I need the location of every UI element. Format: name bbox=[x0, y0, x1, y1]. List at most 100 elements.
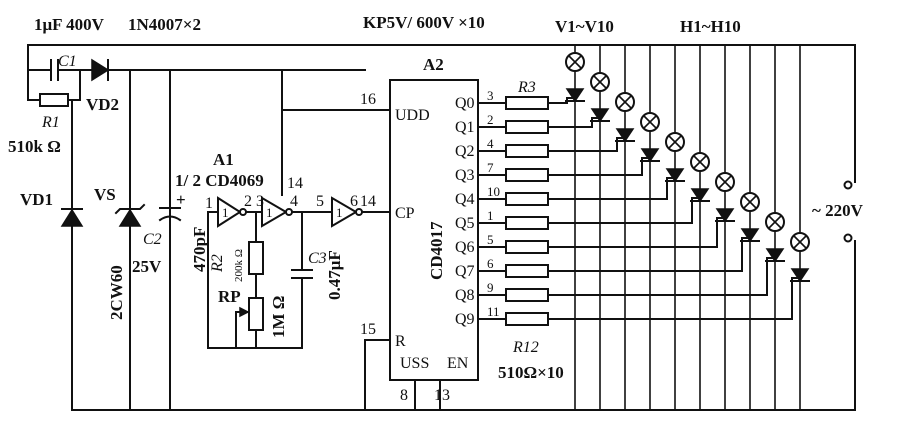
output-resistor bbox=[505, 192, 549, 206]
counter-a2 bbox=[364, 79, 479, 411]
pin-13: 13 bbox=[434, 387, 450, 404]
r2-resistor bbox=[248, 241, 264, 275]
gate-wire bbox=[547, 237, 749, 272]
vd1-diode bbox=[60, 208, 84, 227]
output-q-label: Q6 bbox=[455, 239, 475, 256]
gate-wire bbox=[547, 117, 599, 128]
r-pin-label: R bbox=[395, 333, 406, 350]
output-pin-number: 5 bbox=[487, 232, 494, 247]
pin-16: 16 bbox=[360, 91, 376, 108]
output-pin-number: 7 bbox=[487, 160, 494, 175]
scr-thyristor bbox=[565, 88, 585, 103]
vs-zener bbox=[118, 208, 142, 227]
gate-pin-14: 14 bbox=[287, 175, 303, 192]
c3-label: C3 bbox=[308, 250, 327, 267]
output-q-label: Q1 bbox=[455, 119, 475, 136]
scr-thyristor bbox=[615, 128, 635, 143]
c2-cap-label: 470pF bbox=[190, 227, 209, 272]
r12-label: R12 bbox=[512, 339, 539, 356]
pin-15: 15 bbox=[360, 321, 376, 338]
output-pin-number: 10 bbox=[487, 184, 500, 199]
scr-thyristor bbox=[640, 148, 660, 163]
inverter-3 bbox=[331, 196, 358, 228]
output-resistor bbox=[505, 312, 549, 326]
a1-label: A1 bbox=[213, 150, 234, 169]
c2-voltage-label: 25V bbox=[132, 257, 162, 276]
r3-label: R3 bbox=[517, 79, 536, 96]
scr-thyristor bbox=[690, 188, 710, 203]
output-resistor bbox=[505, 144, 549, 158]
output-resistor bbox=[505, 240, 549, 254]
vd2-label: VD2 bbox=[86, 95, 119, 114]
r1-resistor bbox=[39, 93, 69, 107]
scr-thyristor bbox=[715, 208, 735, 223]
lamps-label: V1~V10 bbox=[555, 17, 614, 36]
vs-label: VS bbox=[94, 185, 116, 204]
output-q-label: Q0 bbox=[455, 95, 475, 112]
oscillator-a1 bbox=[207, 69, 391, 349]
scr-thyristor bbox=[590, 108, 610, 123]
scr-rating-label: KP5V/ 600V ×10 bbox=[363, 13, 485, 32]
r2-label: R2 bbox=[209, 254, 226, 273]
output-pin-number: 9 bbox=[487, 280, 494, 295]
output-q-label: Q5 bbox=[455, 215, 475, 232]
output-q-label: Q9 bbox=[455, 311, 475, 328]
output-pin-number: 11 bbox=[487, 304, 500, 319]
mains-terminal-bottom bbox=[843, 233, 853, 243]
gate-wire bbox=[547, 137, 624, 152]
output-resistor bbox=[505, 288, 549, 302]
output-q-label: Q4 bbox=[455, 191, 475, 208]
inverter-1-mark: 1 bbox=[222, 205, 229, 220]
lamp-cross bbox=[718, 175, 732, 189]
gate-wire bbox=[547, 277, 799, 320]
diode-rating-label: 1N4007×2 bbox=[128, 15, 201, 34]
scr-thyristor bbox=[665, 168, 685, 183]
rp-label: RP bbox=[218, 287, 241, 306]
gate-pin-6: 6 bbox=[350, 193, 358, 210]
rp-potentiometer bbox=[248, 297, 264, 331]
lamp-cross bbox=[693, 155, 707, 169]
c3-value-label: 0.47μF bbox=[325, 250, 344, 300]
cd4017-chip bbox=[389, 79, 479, 381]
cp-pin-label: CP bbox=[395, 205, 415, 222]
output-resistor bbox=[505, 264, 549, 278]
gate-wire bbox=[547, 157, 649, 176]
inverter-2 bbox=[261, 196, 288, 228]
zener-type-label: 2CW60 bbox=[107, 265, 126, 320]
scr-thyristor bbox=[740, 228, 760, 243]
output-q-label: Q3 bbox=[455, 167, 475, 184]
mains-terminal-top bbox=[843, 180, 853, 190]
output-pin-number: 4 bbox=[487, 136, 494, 151]
mains-label: ~ 220V bbox=[812, 201, 864, 220]
gate-wire bbox=[547, 197, 699, 224]
output-resistor bbox=[505, 168, 549, 182]
gate-pin-2: 2 bbox=[244, 193, 252, 210]
output-resistor bbox=[505, 96, 549, 110]
output-q-label: Q2 bbox=[455, 143, 475, 160]
c1-label: C1 bbox=[58, 53, 77, 70]
output-pin-number: 2 bbox=[487, 112, 494, 127]
c2-plus-label: + bbox=[176, 190, 186, 209]
output-resistor bbox=[505, 216, 549, 230]
lamp-cross bbox=[768, 215, 782, 229]
scrs-label: H1~H10 bbox=[680, 17, 741, 36]
output-resistor bbox=[505, 120, 549, 134]
vd1-label: VD1 bbox=[20, 190, 53, 209]
lamp-cross bbox=[593, 75, 607, 89]
chip-type-label: CD4017 bbox=[427, 221, 446, 280]
gate-pin-5: 5 bbox=[316, 193, 324, 210]
inverter-3-mark: 1 bbox=[336, 205, 343, 220]
mains-terminals bbox=[843, 44, 856, 411]
rp-value-label: 1M Ω bbox=[269, 296, 288, 338]
inverter-2-mark: 1 bbox=[266, 205, 273, 220]
gate-pin-3: 3 bbox=[256, 193, 264, 210]
lamp-cross bbox=[668, 135, 682, 149]
lamp-cross bbox=[743, 195, 757, 209]
resistor-array-label: 510Ω×10 bbox=[498, 363, 564, 382]
inverter-1 bbox=[217, 196, 242, 228]
a1-type-label: 1/ 2 CD4069 bbox=[175, 171, 264, 190]
c1-rating-label: 1μF 400V bbox=[34, 15, 105, 34]
r2-value-label: 200k Ω bbox=[233, 249, 245, 282]
gate-wire bbox=[547, 177, 674, 200]
